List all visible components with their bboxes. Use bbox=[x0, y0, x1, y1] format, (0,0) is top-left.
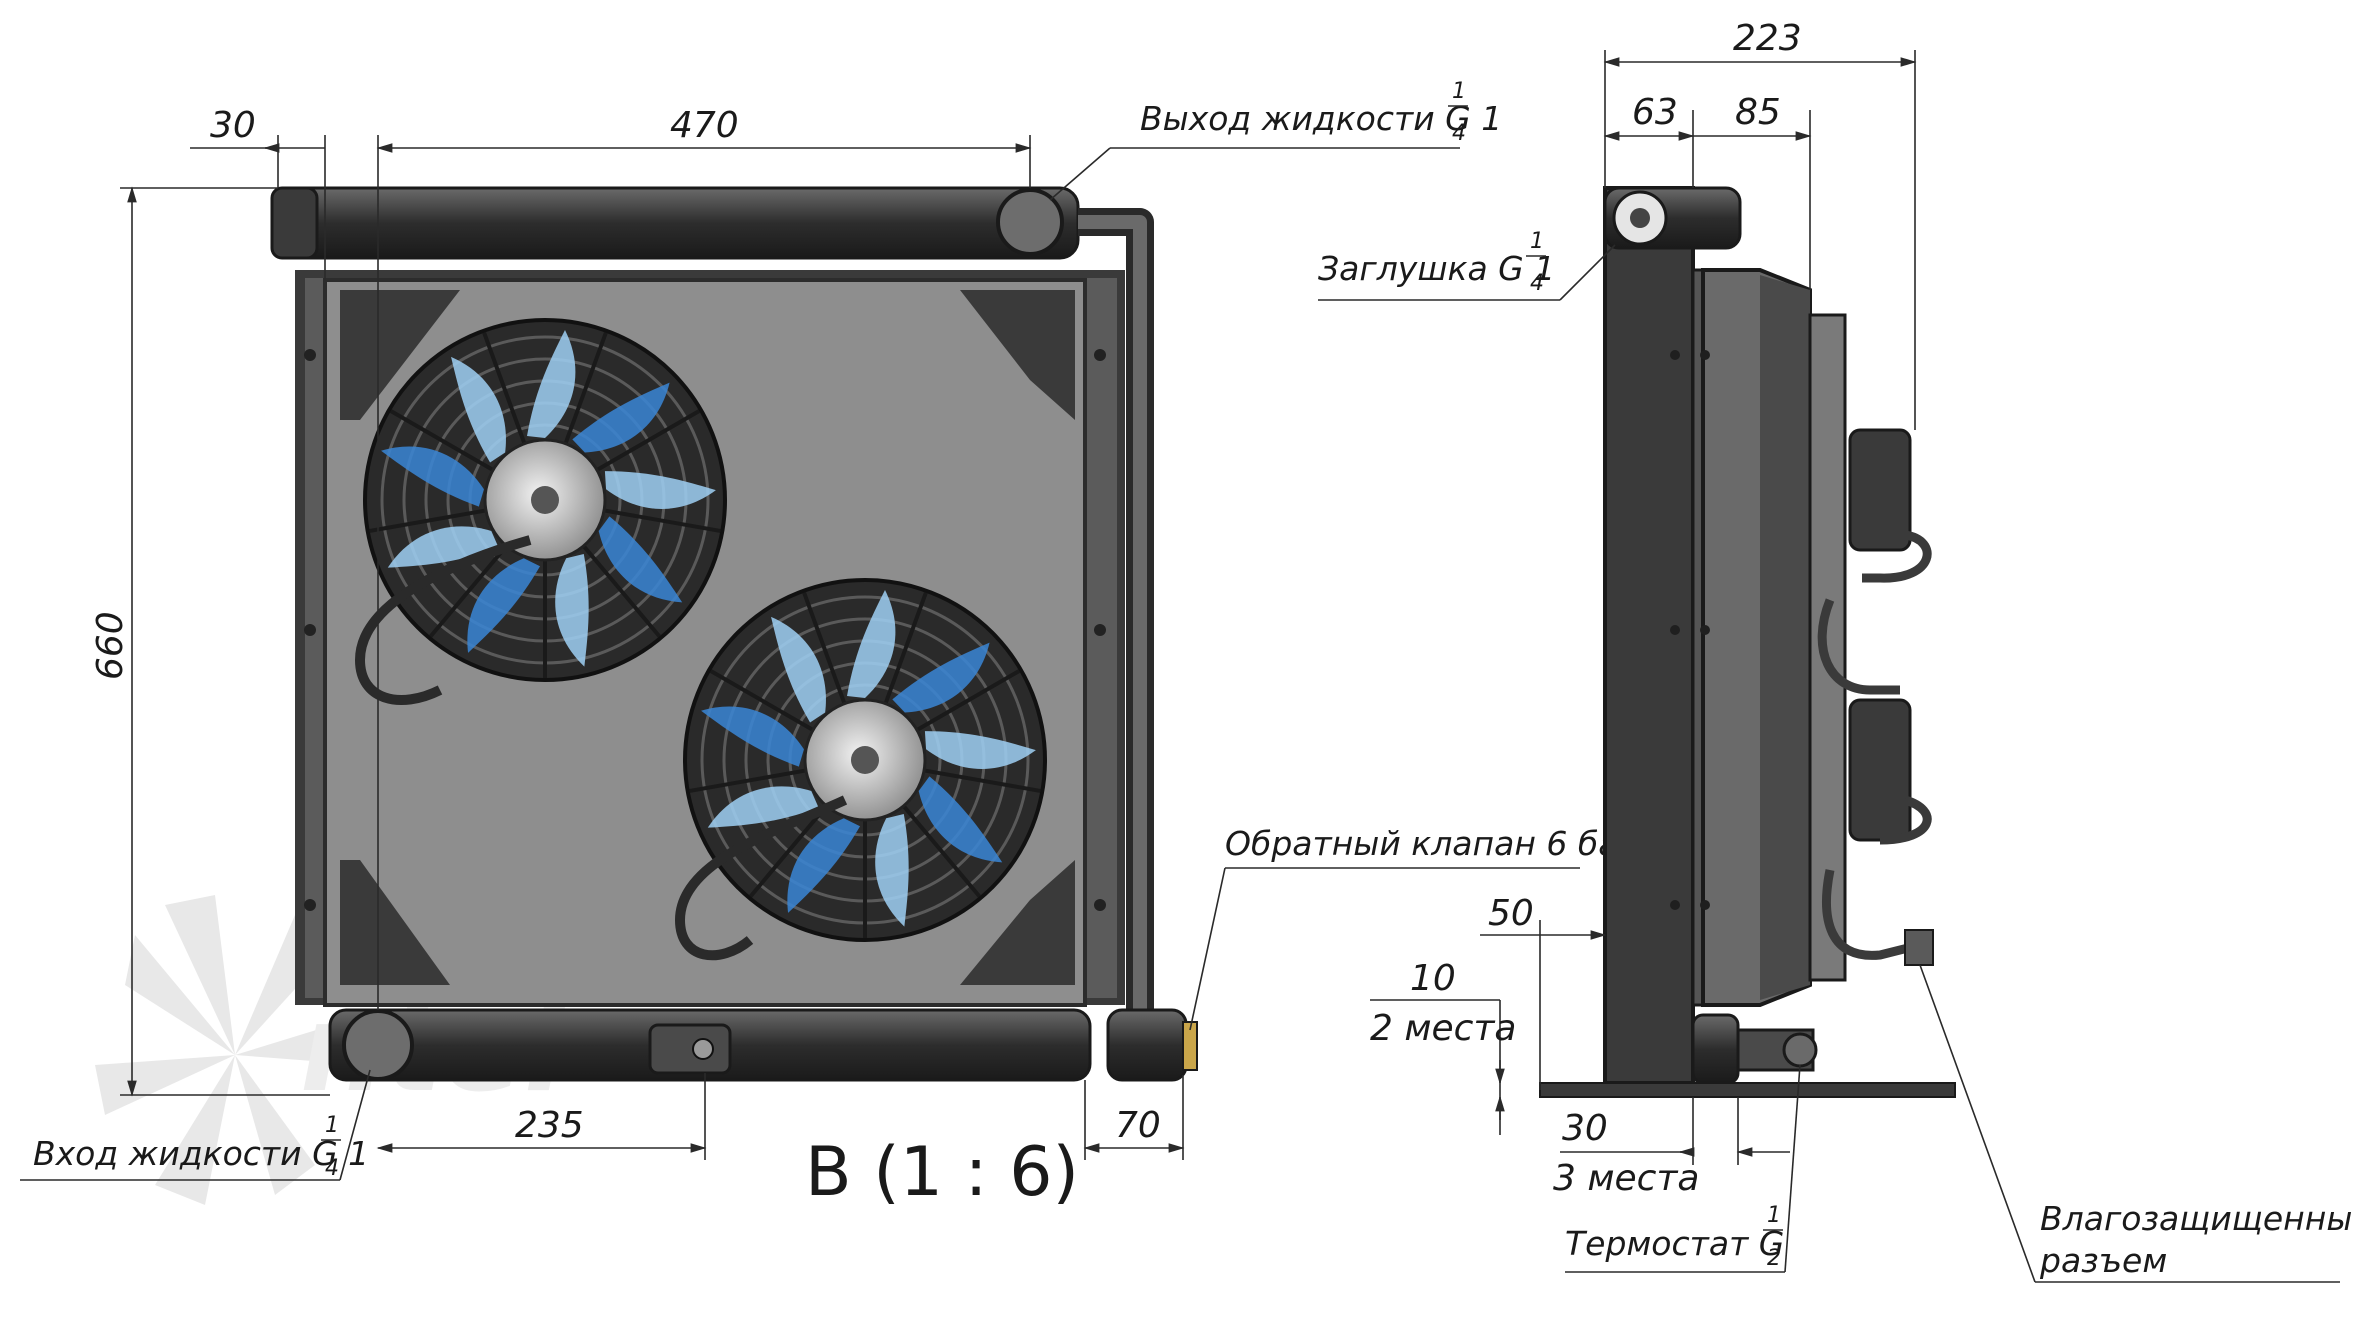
fan-blade bbox=[875, 813, 909, 927]
callout-outlet: Выход жидкости G 1 bbox=[1140, 99, 1502, 138]
dim-base-offset: 50 bbox=[1488, 893, 1534, 934]
front-view bbox=[270, 186, 1198, 1082]
fan-blade bbox=[892, 642, 990, 713]
outlet-port bbox=[996, 188, 1064, 256]
fan-guard-spoke bbox=[709, 669, 815, 732]
fan-guard-spoke bbox=[595, 409, 701, 472]
fan-blade bbox=[604, 471, 716, 509]
front-callouts: Выход жидкости G 1 1 4 Вход жидкости G 1… bbox=[20, 79, 1639, 1212]
fan-guard-spoke bbox=[915, 669, 1021, 732]
fan-guard-spoke bbox=[582, 544, 661, 638]
dim-top-width: 470 bbox=[670, 105, 739, 146]
fan-blade bbox=[527, 330, 576, 438]
corner-gusset bbox=[960, 290, 1075, 420]
callout-outlet-num: 1 bbox=[1452, 79, 1466, 104]
dim-depth-a: 63 bbox=[1632, 92, 1678, 133]
dim-hole-count: 3 места bbox=[1553, 1158, 1699, 1199]
corner-gusset bbox=[340, 860, 450, 985]
callout-thermostat-den: 2 bbox=[1767, 1246, 1781, 1271]
fan-cable bbox=[674, 795, 848, 961]
base-plate bbox=[1539, 1082, 1956, 1098]
callout-plug-den: 4 bbox=[1530, 271, 1544, 296]
fan-blade bbox=[707, 786, 819, 828]
fan-guard-spoke bbox=[482, 332, 527, 445]
callout-inlet: Вход жидкости G 1 bbox=[33, 1134, 369, 1173]
callout-plug: Заглушка G 1 bbox=[1318, 249, 1555, 288]
fan-blade bbox=[847, 590, 896, 698]
fan-guard-spoke bbox=[802, 592, 847, 705]
side-bolts bbox=[1670, 350, 1710, 910]
callout-connector-line2: разъем bbox=[2039, 1241, 2167, 1280]
callout-plug-num: 1 bbox=[1530, 229, 1544, 254]
scale-label: B (1 : 6) bbox=[805, 1133, 1079, 1212]
fan-blade bbox=[572, 382, 670, 453]
dim-depth-b: 85 bbox=[1735, 92, 1781, 133]
fan-guard-spoke bbox=[389, 409, 495, 472]
fan-blade bbox=[787, 818, 861, 913]
fan-guard-spoke bbox=[563, 332, 608, 445]
inlet-port bbox=[342, 1009, 414, 1081]
fan-guard-spoke bbox=[902, 804, 981, 898]
dim-hole-value: 30 bbox=[1562, 1108, 1608, 1149]
side-fan-motor bbox=[1848, 698, 1912, 842]
fan-guard-spoke bbox=[883, 592, 928, 705]
side-connector bbox=[1904, 929, 1934, 966]
fan-guard-spoke bbox=[603, 508, 721, 533]
callout-inlet-den: 4 bbox=[325, 1156, 339, 1181]
dim-foot-count: 2 места bbox=[1370, 1008, 1516, 1049]
callout-thermostat-num: 1 bbox=[1767, 1203, 1781, 1228]
callout-check-valve: Обратный клапан 6 бар bbox=[1225, 824, 1639, 863]
fan-blade bbox=[387, 526, 499, 568]
side-bottom-pipe bbox=[1691, 1013, 1740, 1085]
corner-gusset bbox=[340, 290, 460, 420]
fan-blade bbox=[451, 356, 506, 463]
side-view bbox=[1539, 186, 1956, 1098]
fan-cable bbox=[354, 535, 532, 705]
side-dimensions: 223 63 85 50 10 2 места 30 3 места bbox=[1370, 18, 1917, 1199]
top-header-pipe bbox=[276, 186, 1080, 260]
fan-guard-spoke bbox=[749, 804, 828, 898]
fan-guard-spoke bbox=[429, 544, 508, 638]
top-pipe-cap bbox=[270, 186, 319, 260]
callout-connector-line1: Влагозащищенный bbox=[2040, 1199, 2353, 1238]
dim-height: 660 bbox=[90, 611, 131, 680]
check-valve bbox=[1182, 1021, 1198, 1071]
fan-blade bbox=[701, 706, 804, 767]
fan-blade bbox=[555, 553, 589, 667]
callout-thermostat: Термостат G bbox=[1565, 1224, 1784, 1263]
fan-guard-spoke bbox=[369, 508, 487, 533]
callout-outlet-den: 4 bbox=[1452, 121, 1466, 146]
dim-bottom-inlet: 235 bbox=[515, 1105, 584, 1146]
dim-left-offset: 30 bbox=[210, 105, 256, 146]
fan-blade bbox=[918, 776, 1003, 863]
fan-lower bbox=[683, 578, 1047, 942]
corner-gusset bbox=[960, 860, 1075, 985]
fan-blade bbox=[381, 446, 484, 507]
side-fan-motor bbox=[1848, 428, 1912, 552]
fan-blade bbox=[598, 516, 683, 603]
callout-inlet-num: 1 bbox=[325, 1113, 339, 1138]
fan-guard-spoke bbox=[689, 768, 807, 793]
side-core bbox=[1603, 186, 1695, 1085]
check-valve-body bbox=[1106, 1008, 1188, 1082]
thermostat-fitting bbox=[648, 1023, 732, 1075]
fan-blade bbox=[771, 616, 826, 723]
dim-total-depth: 223 bbox=[1733, 18, 1802, 59]
fan-upper bbox=[363, 318, 727, 682]
frame-bolts bbox=[304, 349, 1106, 911]
fan-guard-spoke bbox=[923, 768, 1041, 793]
side-fan-frame bbox=[1808, 313, 1847, 982]
fan-blade bbox=[467, 558, 541, 653]
front-dimensions: 30 470 660 235 70 bbox=[90, 105, 1185, 1160]
fan-blade bbox=[924, 731, 1036, 769]
dim-foot-value: 10 bbox=[1410, 958, 1456, 999]
side-callouts: Заглушка G 1 1 4 Термостат G 1 2 Влагоза… bbox=[1318, 229, 2353, 1283]
dim-right-offset: 70 bbox=[1115, 1105, 1161, 1146]
